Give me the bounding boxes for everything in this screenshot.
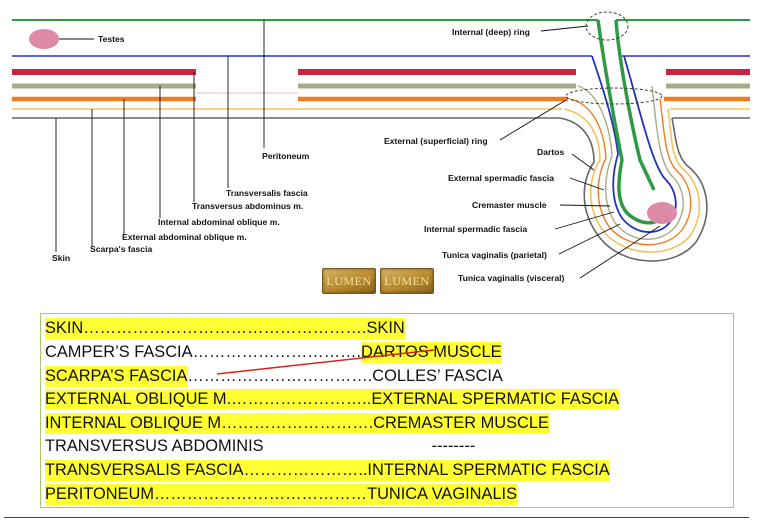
leader-dartos	[571, 153, 595, 171]
label-cremaster: Cremaster muscle	[472, 200, 547, 210]
internal-ring-marker	[585, 11, 629, 41]
testis-icon	[29, 29, 59, 49]
row-right: CREMASTER MUSCLE	[373, 413, 549, 434]
row-dots: …………………………….	[187, 367, 373, 385]
row-dots: …………………..	[243, 460, 368, 481]
label-external-spermatic: External spermadic fascia	[448, 173, 554, 183]
row-dots: ……………………….	[221, 413, 374, 434]
bottom-divider	[4, 517, 749, 518]
external-spermatic-sac	[569, 98, 692, 246]
row-dots: …………………………………………….	[83, 318, 367, 339]
lumen-logo: LUMEN	[322, 268, 376, 294]
table-row: SKIN…………………………………………….SKIN	[45, 318, 405, 339]
label-transversalis: Transversalis fascia	[226, 188, 308, 198]
table-row: TRANSVERSALIS FASCIA…………………..INTERNAL SP…	[45, 460, 610, 481]
table-row: INTERNAL OBLIQUE M……………………….CREMASTER MU…	[45, 413, 549, 434]
row-right: INTERNAL SPERMATIC FASCIA	[367, 460, 610, 481]
row-left: EXTERNAL OBLIQUE M	[45, 389, 227, 410]
row-dots: .……………………..	[226, 389, 372, 410]
inguinal-canal-diagram: Testes Internal (deep) ring External (su…	[12, 11, 750, 283]
row-right: COLLES’ FASCIA	[372, 367, 503, 385]
processus-green-b	[614, 19, 656, 191]
external-ring-marker	[565, 87, 663, 105]
label-internal-oblique: Internal abdominal oblique m.	[158, 217, 280, 227]
leader-internal-spermatic	[554, 211, 615, 230]
label-peritoneum: Peritoneum	[262, 151, 310, 161]
row-dots: …………………………………	[153, 484, 368, 505]
table-row: PERITONEUM…………………………………TUNICA VAGINALIS	[45, 484, 518, 505]
row-right: TUNICA VAGINALIS	[367, 484, 518, 505]
testis	[647, 202, 677, 224]
row-left: CAMPER’S FASCIA	[45, 343, 193, 361]
label-transversus: Transversus abdominus m.	[192, 201, 303, 211]
table-row: CAMPER’S FASCIA………………………….DARTOS MUSCLE	[45, 342, 502, 363]
label-tunica-visceral: Tunica vaginalis (visceral)	[458, 273, 564, 283]
processus-green-a	[596, 19, 666, 225]
table-row: SCARPA’S FASCIA…………………………….COLLES’ FASCI…	[45, 366, 503, 387]
internal-spermatic-sac	[591, 55, 677, 233]
leader-tunica-parietal	[558, 223, 621, 255]
lumen-logo: LUMEN	[380, 268, 434, 294]
label-internal-ring: Internal (deep) ring	[452, 27, 530, 37]
leader-external-ring	[499, 99, 567, 141]
leader-internal-ring	[540, 25, 589, 32]
row-right: DARTOS MUSCLE	[361, 342, 502, 363]
label-external-ring: External (superficial) ring	[384, 136, 488, 146]
skin-sac	[559, 117, 708, 262]
row-left: SKIN	[45, 318, 84, 339]
table-row: EXTERNAL OBLIQUE M.……………………..EXTERNAL SP…	[45, 389, 620, 410]
leader-external-spermatic	[569, 177, 605, 191]
row-right: --------	[431, 437, 476, 455]
label-tunica-parietal: Tunica vaginalis (parietal)	[442, 250, 547, 260]
row-right: EXTERNAL SPERMATIC FASCIA	[371, 389, 620, 410]
row-right: SKIN	[366, 318, 405, 339]
label-scarpa: Scarpa's fascia	[90, 244, 152, 254]
label-dartos: Dartos	[537, 147, 564, 157]
label-external-oblique: External abdominal oblique m.	[122, 232, 247, 242]
row-left: SCARPA’S FASCIA	[45, 366, 188, 387]
layer-correspondence-table: SKIN…………………………………………….SKIN CAMPER’S FASC…	[40, 313, 734, 508]
leader-cremaster	[559, 204, 611, 207]
row-left: PERITONEUM	[45, 484, 154, 505]
scarpa-sac	[563, 108, 701, 253]
table-row: TRANSVERSUS ABDOMINIS --------	[45, 436, 475, 457]
row-left: TRANSVERSALIS FASCIA	[45, 460, 244, 481]
row-left: INTERNAL OBLIQUE M	[45, 413, 222, 434]
leader-tunica-visceral	[579, 225, 661, 279]
cremaster-sac	[577, 85, 684, 240]
row-left: TRANSVERSUS ABDOMINIS	[45, 437, 264, 455]
label-internal-spermatic: Internal spermadic fascia	[424, 224, 527, 234]
label-testes: Testes	[98, 34, 125, 44]
label-skin: Skin	[52, 253, 70, 263]
row-dots: ………………………….	[192, 343, 362, 361]
